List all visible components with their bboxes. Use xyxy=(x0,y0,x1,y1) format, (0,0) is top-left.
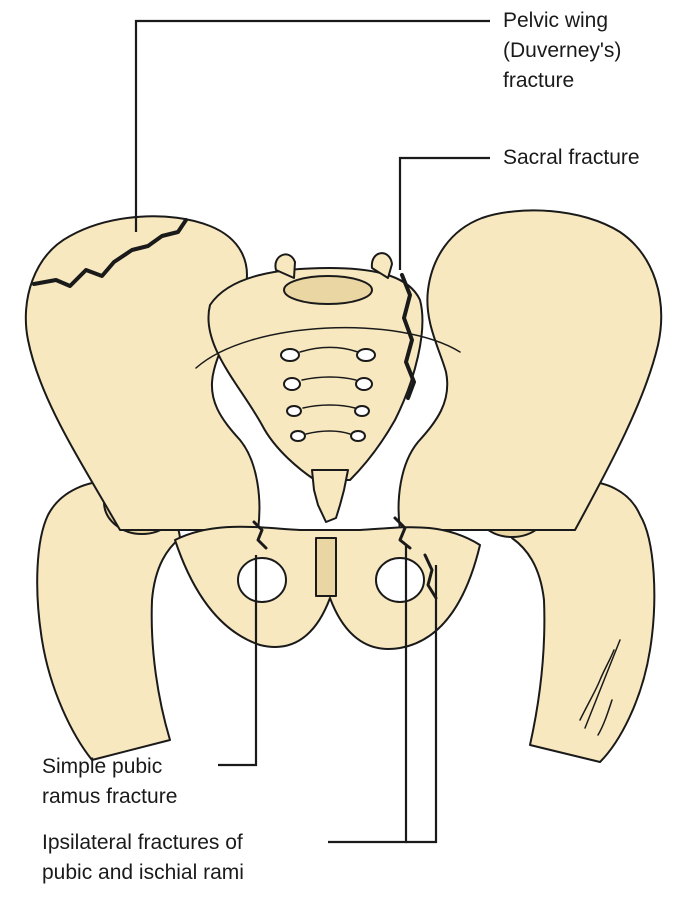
left-obturator-foramen xyxy=(237,557,287,603)
sacral-fracture-label: Sacral fracture xyxy=(503,143,640,173)
right-ipsilateral-fracture-lines xyxy=(393,516,438,600)
sacral-leader xyxy=(398,156,490,270)
sacral-foramina xyxy=(280,348,376,442)
left-sacral-ala-process xyxy=(274,253,296,279)
simple-pubic-label-line-1: Simple pubic xyxy=(42,755,163,778)
pelvis-drawing xyxy=(24,209,663,763)
sacral-ridges xyxy=(299,346,359,435)
ipsilateral-label-line-1: Ipsilateral fractures of xyxy=(42,831,243,854)
pelvic-wing-label-line-2: (Duverney's) xyxy=(503,39,622,62)
left-iliac-wing xyxy=(24,215,261,531)
artist-signature xyxy=(579,639,621,736)
pubic-symphysis xyxy=(315,537,337,597)
pelvic-wing-fracture-line xyxy=(32,218,188,288)
pelvic-brim-line xyxy=(195,326,461,369)
coccyx xyxy=(311,469,349,523)
sacral-fracture-line xyxy=(400,273,416,400)
pelvic-wing-label-line-3: fracture xyxy=(503,69,575,92)
simple-pubic-ramus-fracture-label: Simple pubic ramus fracture xyxy=(42,752,177,812)
ipsilateral-label-line-2: pubic and ischial rami xyxy=(42,861,244,884)
ipsilateral-leader-2 xyxy=(406,565,438,844)
simple-pubic-label-line-2: ramus fracture xyxy=(42,785,178,808)
ipsilateral-fractures-label: Ipsilateral fractures of pubic and ischi… xyxy=(42,828,244,888)
right-obturator-foramen xyxy=(375,557,425,603)
right-iliac-wing xyxy=(397,209,663,531)
sacral-label-line-1: Sacral fracture xyxy=(503,146,640,169)
simple-pubic-leader xyxy=(218,555,258,767)
leader-lines xyxy=(134,19,490,844)
sacrum xyxy=(207,267,424,481)
sacral-promontory xyxy=(283,275,373,305)
pelvic-wing-fracture-label: Pelvic wing (Duverney's) fracture xyxy=(503,6,621,96)
right-sacral-ala-process xyxy=(370,252,393,279)
pelvic-wing-label-line-1: Pelvic wing xyxy=(503,9,609,32)
left-pubic-ramus-fracture-line xyxy=(252,520,268,550)
pelvic-wing-leader xyxy=(134,19,490,232)
